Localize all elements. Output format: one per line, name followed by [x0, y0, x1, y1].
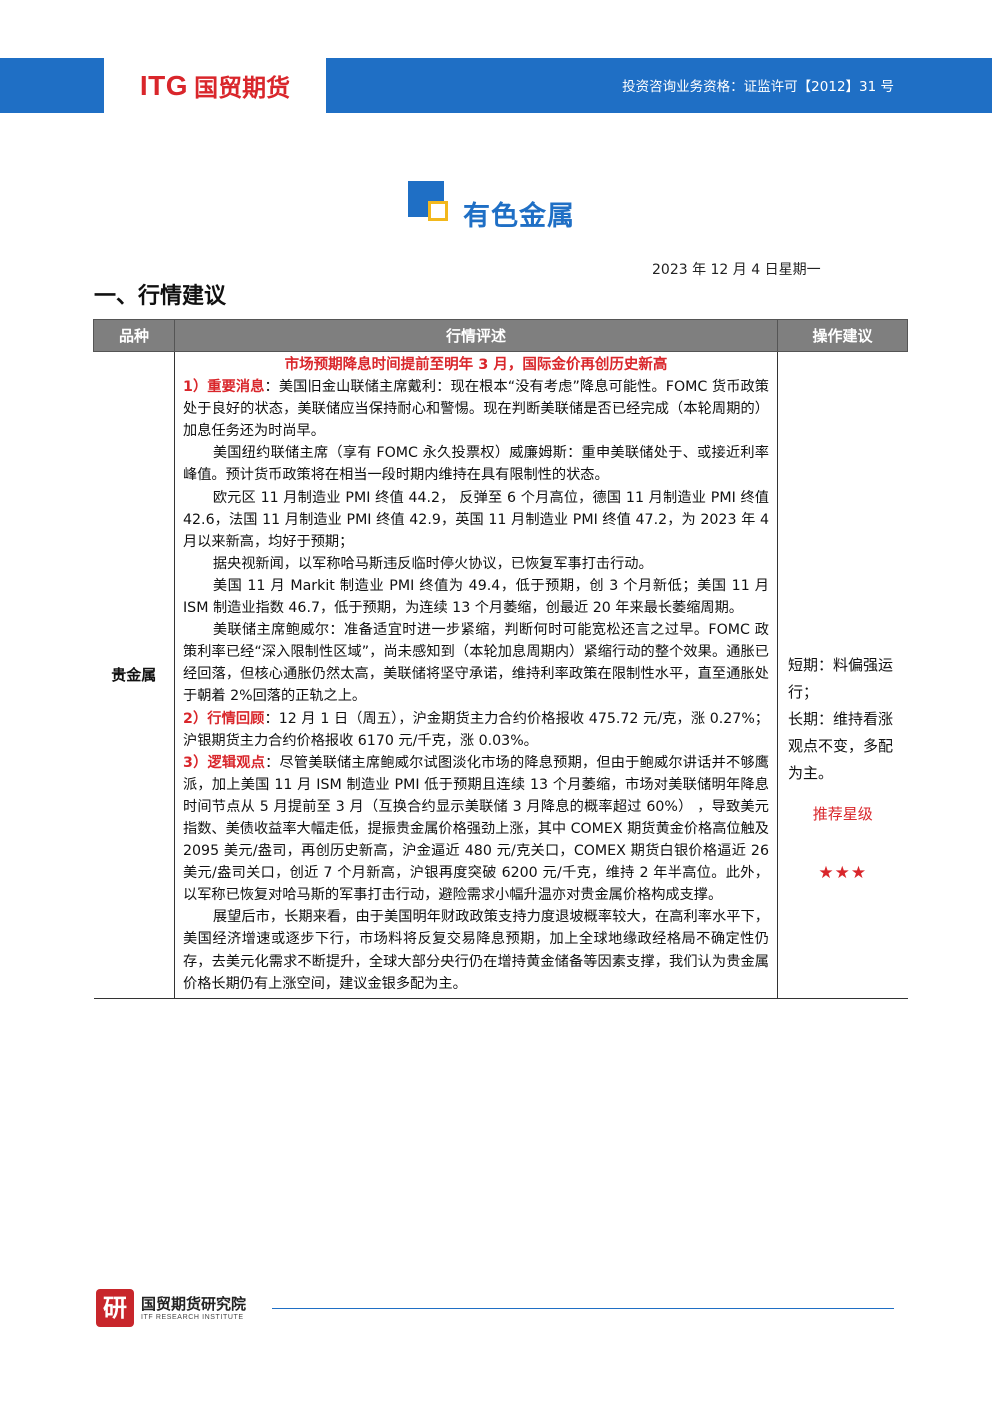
label-key-news: 1）重要消息 [183, 379, 265, 396]
report-date: 2023 年 12 月 4 日星期一 [652, 262, 821, 278]
rating-stars-icon: ★★★ [818, 863, 868, 883]
research-seal-icon: 研 [96, 1289, 134, 1327]
label-market-review: 2）行情回顾 [183, 710, 265, 727]
variety-cell: 贵金属 [93, 351, 175, 999]
section-title: 有色金属 [463, 201, 575, 232]
paragraph: 美联储主席鲍威尔：准备适宜时进一步紧缩，判断何时可能宽松还言之过早。FOMC 政… [183, 622, 769, 705]
label-logic-view: 3）逻辑观点 [183, 754, 266, 771]
section-heading: 一、行情建议 [94, 284, 227, 309]
section-square-icon [408, 181, 458, 225]
market-advice-table: 品种 行情评述 操作建议 贵金属 市场预期降息时间提前至明年 3 月，国际金价再… [93, 319, 908, 999]
institute-name: 国贸期货研究院 [141, 1295, 247, 1313]
paragraph-key-news: 1）重要消息：美国旧金山联储主席戴利：现在根本“没有考虑”降息可能性。FOMC … [183, 379, 769, 440]
header-advice: 操作建议 [777, 319, 908, 352]
table-header-row: 品种 行情评述 操作建议 [93, 319, 908, 352]
license-text: 投资咨询业务资格：证监许可【2012】31 号 [622, 79, 894, 95]
header-commentary: 行情评述 [174, 319, 778, 352]
advice-short-term: 短期：料偏强运行； [788, 656, 894, 701]
recommend-rating-label: 推荐星级 [812, 805, 873, 823]
commentary-cell: 市场预期降息时间提前至明年 3 月，国际金价再创历史新高 1）重要消息：美国旧金… [174, 351, 778, 999]
footer-divider [272, 1308, 894, 1309]
paragraph: 美国纽约联储主席（享有 FOMC 永久投票权）威廉姆斯：重申美联储处于、或接近利… [183, 445, 769, 484]
paragraph: 欧元区 11 月制造业 PMI 终值 44.2， 反弹至 6 个月高位，德国 1… [183, 489, 769, 550]
logo-cn-text: 国贸期货 [194, 74, 291, 102]
header-variety: 品种 [93, 319, 175, 352]
institute-name-en: ITF RESEARCH INSTITUTE [141, 1314, 244, 1321]
paragraph-logic-view: 3）逻辑观点：尽管美联储主席鲍威尔试图淡化市场的降息预期，但由于鲍威尔讲话并不够… [183, 754, 769, 904]
advice-cell: 短期：料偏强运行； 长期：维持看涨观点不变，多配为主。 推荐星级 ★★★ [777, 351, 908, 999]
paragraph-market-review: 2）行情回顾：12 月 1 日（周五），沪金期货主力合约价格报收 475.72 … [183, 710, 769, 749]
advice-long-term: 长期：维持看涨观点不变，多配为主。 [788, 710, 894, 782]
table-row: 贵金属 市场预期降息时间提前至明年 3 月，国际金价再创历史新高 1）重要消息：… [93, 351, 908, 999]
company-logo: ITG 国贸期货 [104, 58, 326, 113]
paragraph-outlook: 展望后市，长期来看，由于美国明年财政政策支持力度退坡概率较大，在高利率水平下，美… [183, 909, 769, 992]
commentary-headline: 市场预期降息时间提前至明年 3 月，国际金价再创历史新高 [284, 357, 668, 373]
header-band: ITG 国贸期货 投资咨询业务资格：证监许可【2012】31 号 [0, 58, 992, 113]
paragraph: 据央视新闻，以军称哈马斯违反临时停火协议，已恢复军事打击行动。 [212, 555, 653, 572]
paragraph: 美国 11 月 Markit 制造业 PMI 终值为 49.4，低于预期，创 3… [183, 577, 769, 617]
logo-itg-text: ITG [139, 69, 189, 101]
